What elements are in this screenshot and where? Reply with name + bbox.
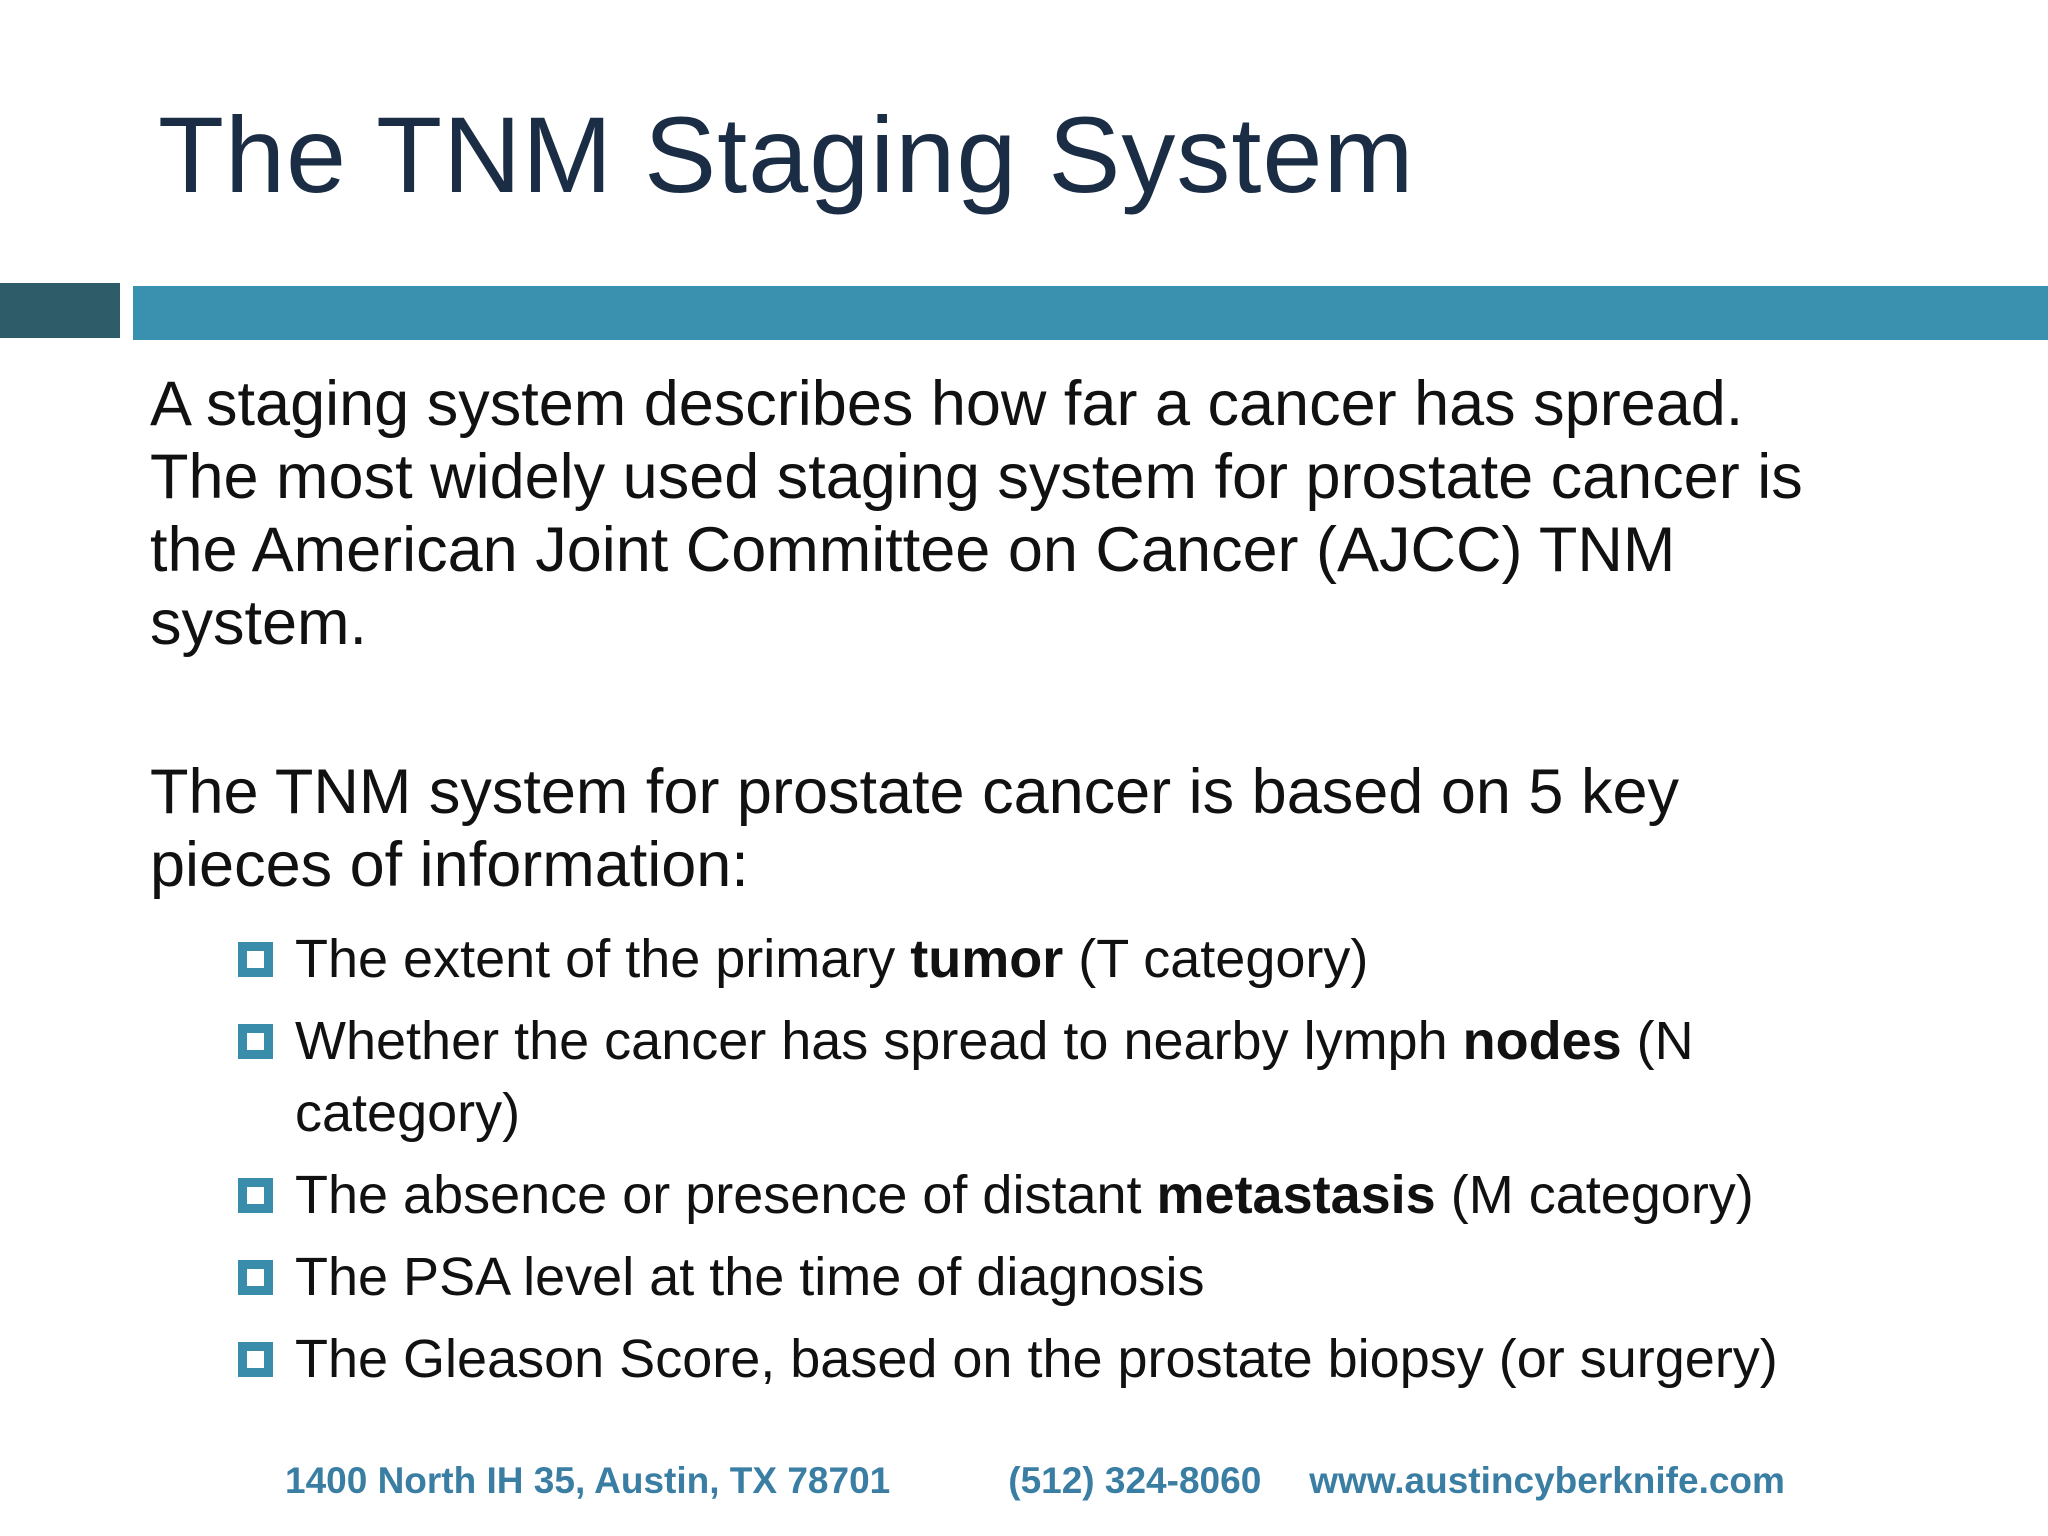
paragraph-line: the American Joint Committee on Cancer (… [150, 515, 1676, 585]
bullet-item-metastasis: The absence or presence of distant metas… [150, 1159, 2030, 1231]
bullet-item-nodes: Whether the cancer has spread to nearby … [150, 1005, 2030, 1149]
paragraph-line: A staging system describes how far a can… [150, 369, 1744, 439]
bullet-text: (T category) [1063, 929, 1369, 989]
paragraph-staging-system: A staging system describes how far a can… [150, 368, 2030, 660]
paragraph-tnm-key-pieces: The TNM system for prostate cancer is ba… [150, 756, 2030, 902]
square-bullet-icon [238, 1260, 273, 1295]
slide-title: The TNM Staging System [158, 94, 1415, 215]
square-bullet-icon [238, 1024, 273, 1059]
footer-website: www.austincyberknife.com [1309, 1460, 1785, 1501]
bullet-continuation: category) [295, 1083, 521, 1143]
accent-teal-bar [133, 286, 2048, 340]
bullet-text: The Gleason Score, based on the prostate… [295, 1329, 1778, 1389]
bullet-text: The extent of the primary [295, 929, 911, 989]
bullet-list: The extent of the primary tumor (T categ… [150, 923, 2030, 1395]
bullet-text: Whether the cancer has spread to nearby … [295, 1011, 1463, 1071]
paragraph-line: pieces of information: [150, 830, 749, 900]
bullet-text: The PSA level at the time of diagnosis [295, 1247, 1205, 1307]
footer-phone: (512) 324-8060 [1008, 1460, 1262, 1501]
bullet-bold-text: nodes [1462, 1011, 1622, 1071]
bullet-item-tumor: The extent of the primary tumor (T categ… [150, 923, 2030, 995]
square-bullet-icon [238, 942, 273, 977]
footer: 1400 North IH 35, Austin, TX 78701 (512)… [285, 1460, 1785, 1502]
bullet-bold-text: tumor [910, 929, 1064, 989]
bullet-text: The absence or presence of distant [295, 1165, 1157, 1225]
accent-dark-square [0, 283, 120, 338]
footer-address: 1400 North IH 35, Austin, TX 78701 [285, 1460, 891, 1501]
bullet-bold-text: metastasis [1156, 1165, 1436, 1225]
paragraph-line: The TNM system for prostate cancer is ba… [150, 757, 1679, 827]
square-bullet-icon [238, 1342, 273, 1377]
bullet-text: (N [1621, 1011, 1694, 1071]
bullet-item-gleason: The Gleason Score, based on the prostate… [150, 1323, 2030, 1395]
slide-body: A staging system describes how far a can… [150, 368, 2030, 1395]
paragraph-line: system. [150, 588, 368, 658]
square-bullet-icon [238, 1178, 273, 1213]
paragraph-line: The most widely used staging system for … [150, 442, 1803, 512]
bullet-item-psa: The PSA level at the time of diagnosis [150, 1241, 2030, 1313]
bullet-text: (M category) [1435, 1165, 1754, 1225]
